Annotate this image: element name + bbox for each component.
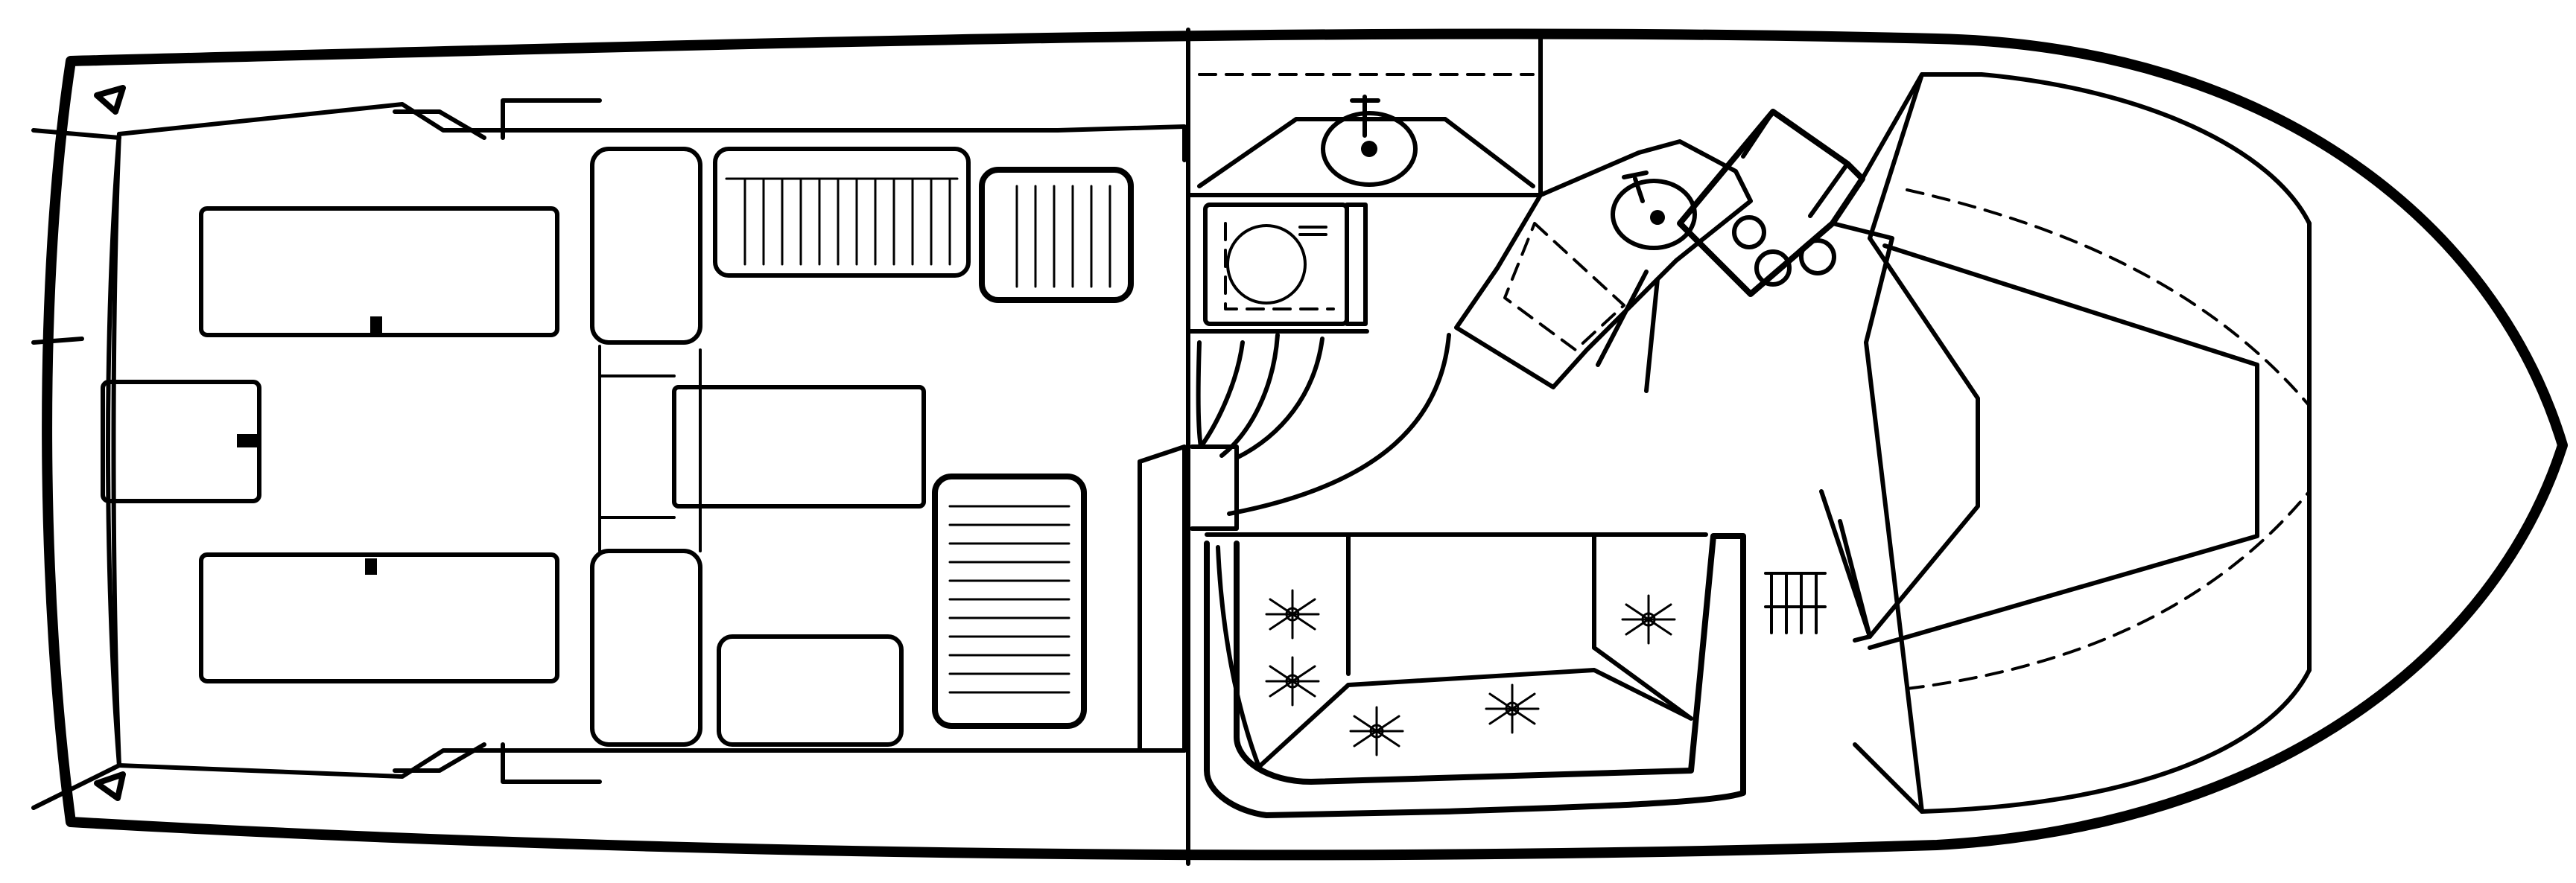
- dinette: [932, 474, 1087, 729]
- helm-chair: [979, 167, 1134, 303]
- hatch-upper: [199, 206, 559, 337]
- settee-lower: [717, 634, 904, 747]
- downlight-icon: [1265, 656, 1320, 707]
- head-sink-icon: [1321, 95, 1418, 187]
- dinette-settee: [1204, 489, 1872, 818]
- cooktop-icon: [1732, 215, 1836, 287]
- settee-upper-slats: [725, 177, 959, 266]
- salon-table: [672, 385, 926, 509]
- salon: [590, 147, 1187, 753]
- salon-seat-lower: [590, 549, 702, 747]
- head: [1186, 31, 1543, 326]
- downlight-icon: [1349, 706, 1404, 756]
- downlight-icon: [1621, 594, 1676, 645]
- forward-stateroom: [1853, 72, 2312, 814]
- galley-sink-icon: [1611, 170, 1697, 250]
- downlight-icon: [1485, 683, 1540, 734]
- dinette-slats: [948, 505, 1070, 694]
- galley: [1454, 72, 1924, 393]
- companionway: [1188, 329, 1451, 531]
- settee-upper: [713, 147, 971, 278]
- transom-hatch: [101, 380, 261, 503]
- cockpit: [101, 98, 602, 784]
- hatch-lower: [199, 552, 559, 683]
- downlight-icon: [1265, 589, 1320, 640]
- toilet-icon: [1226, 224, 1307, 305]
- salon-seat-upper: [590, 147, 702, 345]
